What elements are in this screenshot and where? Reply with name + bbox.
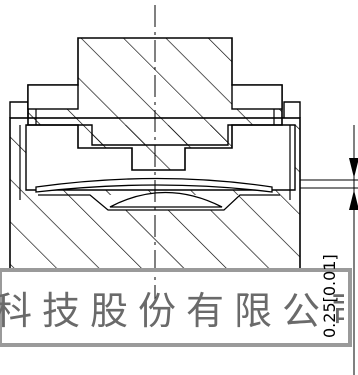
dimension-label: 0.25[0.01] [320, 254, 339, 338]
housing-step-right [283, 101, 301, 118]
metal-dome [35, 177, 273, 193]
dome-contact [109, 191, 223, 208]
watermark-text: 科技股份有限公司 [0, 290, 344, 332]
dimension-marker [300, 125, 358, 375]
flange-left [27, 84, 79, 110]
watermark-frame [0, 268, 352, 347]
housing-step-left [9, 101, 29, 118]
flange-right [231, 84, 283, 110]
